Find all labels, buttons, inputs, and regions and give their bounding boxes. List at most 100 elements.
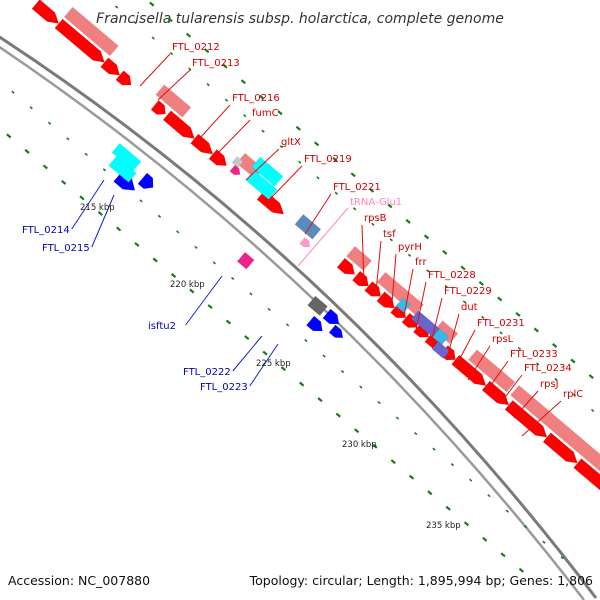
forward-cds-block (376, 291, 395, 309)
gc-tick (151, 36, 155, 40)
gc-tick (240, 79, 246, 85)
gc-tick (280, 366, 286, 372)
label-connector (446, 313, 460, 359)
forward-cds-block (115, 70, 132, 86)
gc-tick (24, 148, 30, 154)
gc-tick (102, 168, 107, 172)
forward-gene-label: dut (461, 302, 478, 313)
gc-tick (487, 494, 491, 498)
gc-tick (84, 152, 88, 156)
scale-label-235: 235 kbp (426, 521, 461, 531)
genome-summary-text: Topology: circular; Length: 1,895,994 bp… (249, 573, 593, 588)
reverse-gene-label: FTL_0215 (42, 243, 90, 254)
gc-tick (442, 249, 448, 255)
forward-cds-block (54, 18, 105, 63)
forward-gene-label: FTL_0233 (510, 349, 558, 360)
forward-cds-block (573, 458, 600, 491)
gc-tick (560, 556, 564, 560)
gc-tick (299, 381, 305, 387)
gc-tick (267, 307, 271, 312)
gc-tick (29, 106, 33, 110)
map-title: Francisella tularensis subsp. holarctica… (96, 11, 504, 27)
forward-cds-block (100, 57, 121, 76)
gc-tick (261, 129, 265, 133)
forward-gene-label: rpsJ (540, 379, 559, 390)
gc-tick (408, 474, 415, 480)
genome-backbone-inner (0, 45, 585, 600)
gc-tick (157, 214, 162, 218)
label-connectors (71, 53, 562, 437)
gc-tick (518, 567, 525, 573)
gc-tick (149, 1, 155, 7)
gc-tick (298, 160, 302, 164)
reverse-gene-block (111, 142, 142, 172)
forward-cds-block (208, 149, 227, 167)
label-connector (415, 281, 427, 331)
forward-cds-block (31, 0, 60, 24)
label-connector (485, 360, 509, 393)
gc-tick (47, 121, 52, 125)
forward-gene-block (63, 6, 119, 57)
gc-tick (517, 346, 522, 350)
label-connector (139, 53, 171, 87)
gc-tick (262, 350, 268, 356)
scale-label-215: 215 kbp (80, 203, 115, 213)
accession-text: Accession: NC_007880 (8, 573, 150, 588)
forward-gene-label: frr (415, 257, 427, 268)
gc-tick (533, 327, 539, 333)
gc-tick (427, 490, 433, 496)
label-connector (304, 193, 332, 235)
gc-tick (463, 521, 470, 527)
gc-tick (322, 354, 326, 358)
gc-tick (279, 145, 284, 149)
gc-tick (230, 276, 235, 281)
forward-cds-block (150, 99, 166, 115)
gc-tick (97, 210, 103, 216)
gc-tick (352, 207, 357, 211)
scale-label-225: 225 kbp (256, 359, 291, 369)
forward-gene-label: FTL_0228 (428, 270, 476, 281)
gc-tick (316, 176, 320, 180)
misc-feature-block (431, 340, 451, 360)
gc-tick (515, 312, 521, 317)
reverse-gene-block (251, 156, 284, 187)
gc-tick (332, 156, 338, 162)
forward-gene-label: tsf (383, 229, 396, 240)
gc-tick (523, 525, 528, 529)
gc-tick (259, 94, 265, 100)
label-connector (499, 374, 523, 405)
gc-tick (372, 443, 378, 449)
forward-gene-label: rpsB (364, 213, 387, 224)
feature-track (31, 0, 600, 491)
gc-tick (224, 98, 229, 102)
label-connector (157, 69, 191, 101)
gc-tick (405, 218, 411, 224)
forward-gene-block (155, 84, 192, 118)
forward-cds-block (190, 133, 214, 155)
label-connector (467, 345, 491, 381)
gc-tick (176, 230, 180, 234)
gc-tick (536, 362, 540, 366)
gc-tick (189, 288, 195, 294)
forward-cds-block (542, 432, 578, 464)
label-connector (232, 335, 263, 372)
feature-labels: FTL_0212FTL_0213FTL_0216fumCgltXFTL_0219… (22, 42, 583, 400)
gc-tick (170, 273, 177, 278)
label-connector (199, 104, 231, 139)
scale-label-220: 220 kbp (170, 280, 205, 290)
gc-tick (395, 416, 400, 420)
gc-tick (572, 393, 576, 397)
gc-tick (432, 447, 436, 451)
forward-gene-label: rplC (563, 389, 583, 400)
gc-tick (206, 83, 210, 87)
gc-tick (42, 164, 48, 170)
label-connector (521, 400, 562, 437)
gc-tick (389, 238, 393, 242)
gc-tick (542, 540, 546, 544)
gc-tick (407, 253, 412, 257)
gc-tick (353, 428, 360, 434)
label-connector (217, 119, 251, 154)
gc-tick (185, 32, 192, 38)
gc-tick (79, 195, 85, 201)
